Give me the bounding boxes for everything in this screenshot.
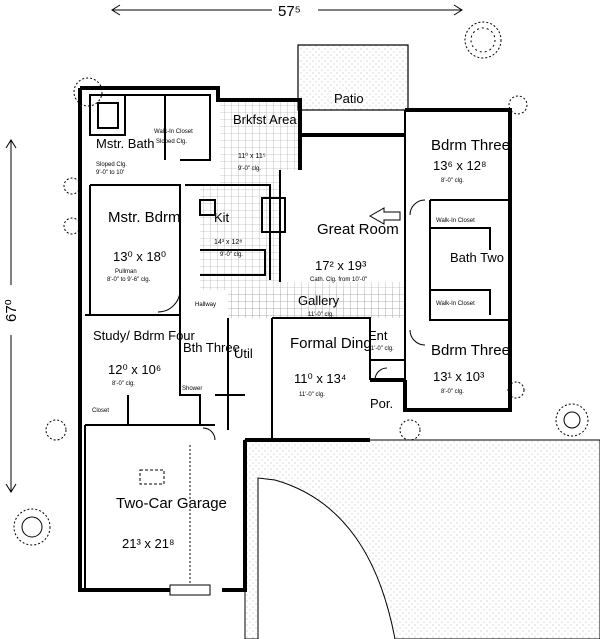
width-dimension (111, 4, 463, 16)
vault-arrow-icon (368, 207, 401, 225)
garage-label: Two-Car Garage (116, 495, 227, 512)
mstr-bath-note1: Sloped Clg. (96, 162, 127, 168)
brkfst-size: 11⁰ x 11⁵ (238, 152, 266, 160)
gallery-floor (228, 290, 405, 318)
brkfst-note: 9'-0" clg. (238, 166, 261, 172)
walkin-closet-top: Walk-In Closet (436, 218, 475, 224)
study-note: 8'-0" clg. (112, 381, 135, 387)
mstr-bdrm-note2: 8'-0" to 9'-6" clg. (107, 277, 151, 283)
walkin-closet-mstr: Walk-In Closet (154, 129, 193, 135)
depth-dimension (5, 139, 17, 493)
por-label: Por. (370, 396, 393, 411)
tile-floor (200, 100, 405, 318)
brkfst-label: Brkfst Area (233, 112, 297, 127)
bath-three-label: Bth Three (183, 340, 240, 355)
shower-label: Shower (182, 386, 202, 392)
formal-ding-size: 11⁰ x 13⁴ (294, 371, 346, 386)
bdrm-three-bottom-size: 13¹ x 10³ (433, 369, 485, 384)
driveway (244, 439, 600, 639)
bdrm-three-bottom-label: Bdrm Three (431, 342, 510, 359)
walkin-closet-mstr-note: Sloped Clg. (156, 139, 187, 145)
garage-step (169, 584, 211, 596)
study-label: Study/ Bdrm Four (93, 328, 196, 343)
kit-size: 14³ x 12⁸ (214, 239, 242, 246)
bdrm-three-top-size: 13⁶ x 12⁸ (433, 158, 486, 173)
closet-label: Closet (92, 408, 109, 414)
mstr-bdrm-label: Mstr. Bdrm (108, 209, 181, 226)
interior-walls (84, 94, 510, 590)
patio-label: Patio (334, 91, 364, 106)
gallery-note: 11'-0" clg. (308, 312, 334, 318)
attic-access (139, 469, 165, 485)
mstr-bdrm-size: 13⁰ x 18⁰ (113, 249, 166, 264)
kit-label: Kit (214, 210, 230, 225)
kit-note: 9'-0" clg. (220, 252, 243, 258)
ent-note: 11'-0" clg. (368, 346, 394, 352)
walkin-closet-bottom: Walk-In Closet (436, 301, 475, 307)
gallery-label: Gallery (298, 293, 340, 308)
great-room-size: 17² x 19³ (315, 258, 367, 273)
bdrm-three-top-note: 8'-0" clg. (441, 178, 464, 184)
hallway-label: Hallway (195, 302, 216, 308)
great-room-note: Cath. Clg. from 10'-0" (310, 277, 367, 283)
door-swings (157, 199, 426, 441)
study-size: 12⁰ x 10⁶ (108, 362, 161, 377)
bdrm-three-bottom-note: 8'-0" clg. (441, 389, 464, 395)
landscaping (13, 21, 589, 546)
great-room-label: Great Room (317, 221, 399, 238)
mstr-bath-label: Mstr. Bath (96, 136, 155, 151)
mstr-bath-note2: 9'-0" to 10' (96, 170, 124, 176)
formal-ding-note: 11'-0" clg. (299, 392, 325, 398)
bdrm-three-top-label: Bdrm Three (431, 137, 510, 154)
overall-depth: 67⁰ (3, 299, 20, 322)
garage-size: 21³ x 21⁸ (122, 536, 174, 551)
overall-width: 57⁵ (278, 3, 301, 20)
util-label: Util (234, 346, 253, 361)
mstr-bdrm-note1: Pullman (115, 269, 137, 275)
formal-ding-label: Formal Ding (290, 335, 372, 352)
bath-two-label: Bath Two (450, 250, 504, 265)
patio (297, 44, 409, 111)
ent-label: Ent (368, 328, 388, 343)
